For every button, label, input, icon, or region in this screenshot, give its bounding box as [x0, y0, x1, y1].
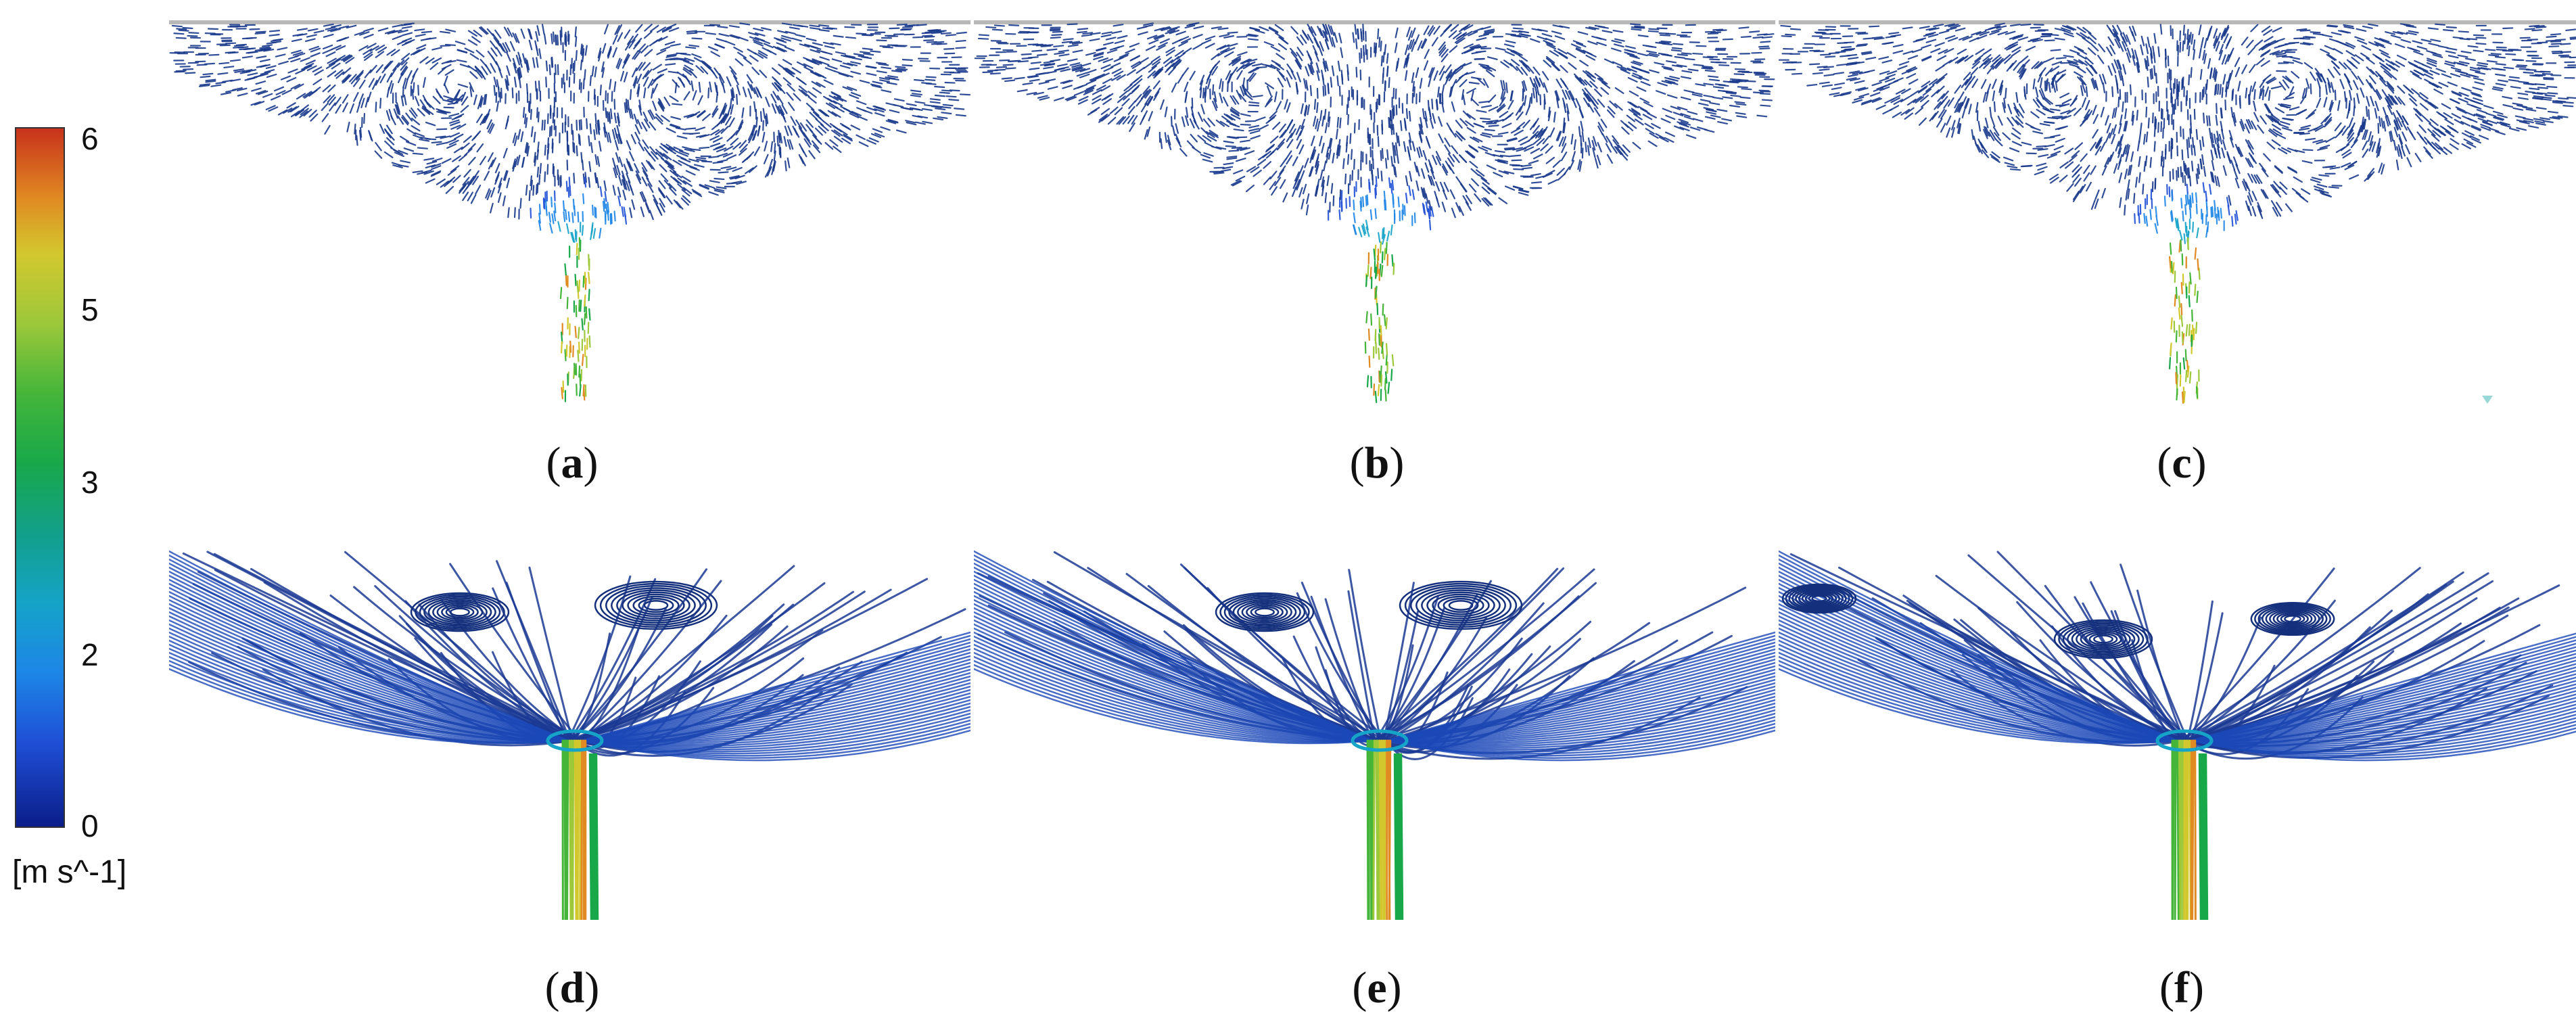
colorbar-unit-label: [m s^-1] — [12, 854, 127, 890]
panel-c-vector-plot — [1779, 20, 2576, 419]
caption-d: (d) — [544, 963, 600, 1013]
panel-b-vector-plot — [974, 20, 1775, 419]
colorbar-tick-5: 5 — [81, 292, 99, 327]
velocity-colorbar — [15, 127, 65, 828]
caption-b: (b) — [1349, 438, 1405, 488]
caption-e: (e) — [1352, 963, 1402, 1013]
panel-d-streamline-plot — [169, 538, 970, 920]
panel-f-streamline-plot — [1779, 538, 2576, 920]
colorbar-tick-3: 3 — [81, 465, 99, 500]
colorbar-tick-2: 2 — [81, 637, 99, 672]
colorbar-tick-0: 0 — [81, 808, 99, 843]
caption-a: (a) — [546, 438, 599, 488]
panel-a-vector-plot — [169, 20, 970, 419]
colorbar-tick-6: 6 — [81, 121, 99, 156]
caption-f: (f) — [2159, 963, 2204, 1013]
panel-e-streamline-plot — [974, 538, 1775, 920]
caption-c: (c) — [2157, 438, 2207, 488]
